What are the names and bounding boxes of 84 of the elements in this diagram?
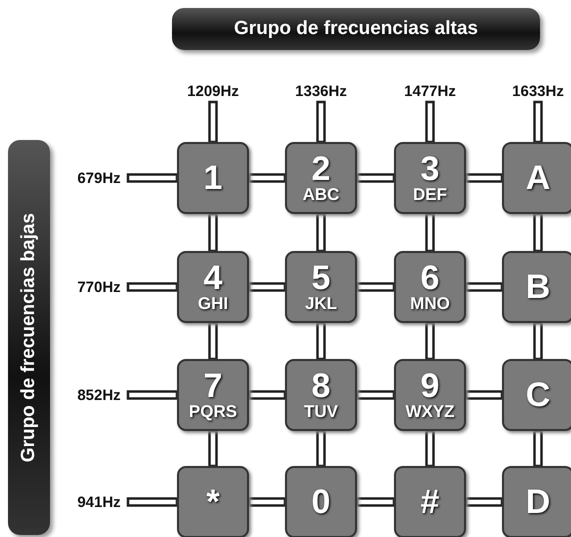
group-banner — [172, 8, 540, 50]
connector-bar — [464, 282, 504, 292]
connector-bar — [208, 322, 218, 360]
key-symbol: 6 — [420, 261, 440, 295]
key-symbol: 7 — [204, 369, 222, 403]
banner-text: Grupo de frecuencias bajas — [18, 212, 40, 462]
keypad-key — [394, 359, 466, 431]
key-letters: WXYZ — [405, 403, 455, 421]
keypad-key — [502, 142, 571, 214]
keypad-key — [177, 251, 249, 323]
connector-bar — [464, 173, 504, 183]
key-symbol: # — [420, 485, 440, 519]
frequency-label: 770Hz — [70, 276, 128, 298]
connector-bar — [356, 173, 396, 183]
key-symbol: 0 — [312, 485, 330, 519]
connector-bar — [316, 430, 326, 468]
keypad-key — [177, 142, 249, 214]
connector-bar — [356, 497, 396, 507]
connector-bar — [533, 212, 543, 252]
key-letters: DEF — [413, 186, 447, 204]
connector-bar — [208, 100, 218, 144]
keypad-key — [285, 142, 357, 214]
connector-bar — [248, 173, 286, 183]
connector-bar — [316, 100, 326, 144]
keypad-key — [285, 359, 357, 431]
key-symbol: C — [526, 378, 550, 412]
keypad-key — [394, 251, 466, 323]
frequency-label: 941Hz — [70, 491, 128, 513]
key-symbol: 1 — [204, 161, 222, 195]
connector-bar — [356, 390, 396, 400]
key-symbol: B — [526, 270, 550, 304]
connector-bar — [425, 100, 435, 144]
key-symbol: 2 — [312, 152, 330, 186]
connector-bar — [425, 212, 435, 252]
connector-bar — [316, 212, 326, 252]
connector-bar — [126, 390, 178, 400]
connector-bar — [126, 497, 178, 507]
group-banner — [8, 140, 50, 535]
key-letters: JKL — [304, 295, 338, 313]
frequency-label: 852Hz — [70, 384, 128, 406]
frequency-label: 1336Hz — [291, 80, 351, 102]
connector-bar — [126, 282, 178, 292]
key-symbol: 9 — [420, 369, 440, 403]
connector-bar — [533, 430, 543, 468]
banner-text: Grupo de frecuencias altas — [234, 18, 478, 40]
connector-bar — [208, 212, 218, 252]
connector-bar — [533, 100, 543, 144]
keypad-key — [285, 466, 357, 537]
connector-bar — [464, 390, 504, 400]
keypad-key — [177, 466, 249, 537]
key-symbol: 3 — [420, 152, 440, 186]
frequency-label: 1477Hz — [400, 80, 460, 102]
keypad-key — [394, 142, 466, 214]
frequency-label: 679Hz — [70, 167, 128, 189]
key-symbol: D — [526, 485, 550, 519]
keypad-key — [502, 251, 571, 323]
connector-bar — [316, 322, 326, 360]
frequency-label: 1633Hz — [508, 80, 568, 102]
connector-bar — [425, 322, 435, 360]
keypad-key — [502, 359, 571, 431]
connector-bar — [533, 322, 543, 360]
connector-bar — [356, 282, 396, 292]
connector-bar — [248, 497, 286, 507]
connector-bar — [248, 282, 286, 292]
keypad-key — [285, 251, 357, 323]
key-symbol: 8 — [312, 369, 330, 403]
key-letters: MNO — [410, 295, 450, 313]
key-symbol: A — [526, 161, 550, 195]
keypad-key — [502, 466, 571, 537]
key-letters: GHI — [198, 295, 228, 313]
connector-bar — [425, 430, 435, 468]
key-letters: TUV — [304, 403, 338, 421]
connector-bar — [126, 173, 178, 183]
keypad-key — [177, 359, 249, 431]
connector-bar — [248, 390, 286, 400]
key-letters: ABC — [302, 186, 340, 204]
key-symbol: * — [206, 485, 220, 519]
key-symbol: 5 — [312, 261, 330, 295]
key-letters: PQRS — [188, 403, 238, 421]
connector-bar — [464, 497, 504, 507]
connector-bar — [208, 430, 218, 468]
key-symbol: 4 — [204, 261, 222, 295]
keypad-key — [394, 466, 466, 537]
frequency-label: 1209Hz — [183, 80, 243, 102]
